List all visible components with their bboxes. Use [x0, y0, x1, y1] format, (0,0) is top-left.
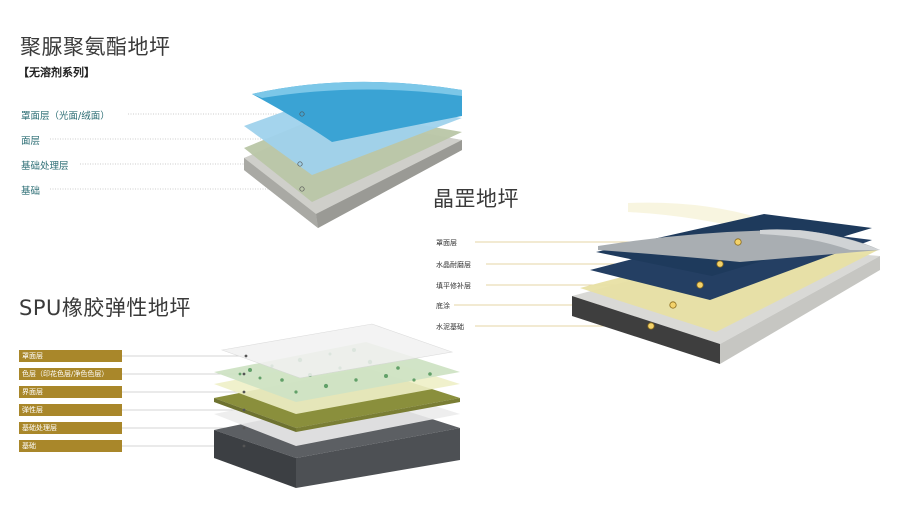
spu-label-base-treatment: 基础处理层: [19, 422, 122, 434]
crystal-label-cement-base: 水泥基础: [436, 323, 464, 331]
polyurea-topcoat-layer: [252, 81, 462, 142]
polyurea-label-foundation: 基础: [21, 186, 41, 197]
crystal-label-filler-layer: 填平修补层: [436, 282, 471, 290]
spu-label-topcoat: 罩面层: [19, 350, 122, 362]
polyurea-label-topcoat: 罩面层（光面/绒面）: [21, 111, 110, 122]
polyurea-label-surface: 面层: [21, 136, 41, 147]
polyurea-subtitle: 【无溶剂系列】: [18, 66, 95, 79]
crystal-topcoat-layer: [598, 229, 880, 262]
polyurea-title: 聚脲聚氨酯地坪: [20, 35, 171, 59]
crystal-label-wear-layer: 水晶耐磨层: [436, 261, 471, 269]
crystal-title: 晶罡地坪: [433, 187, 519, 211]
crystal-label-topcoat: 罩面层: [436, 239, 457, 247]
spu-label-elastic-layer: 弹性层: [19, 404, 122, 416]
polyurea-leader-lines: [50, 113, 302, 190]
spu-label-foundation: 基础: [19, 440, 122, 452]
spu-topcoat-layer: [220, 323, 454, 379]
crystal-label-primer: 底涂: [436, 302, 450, 310]
spu-label-color-layer: 色层（印花色层/净色色层）: [19, 368, 122, 380]
polyurea-label-base-treatment: 基础处理层: [21, 161, 69, 172]
spu-title: SPU橡胶弹性地坪: [19, 296, 191, 320]
spu-label-interface-layer: 界面层: [19, 386, 122, 398]
